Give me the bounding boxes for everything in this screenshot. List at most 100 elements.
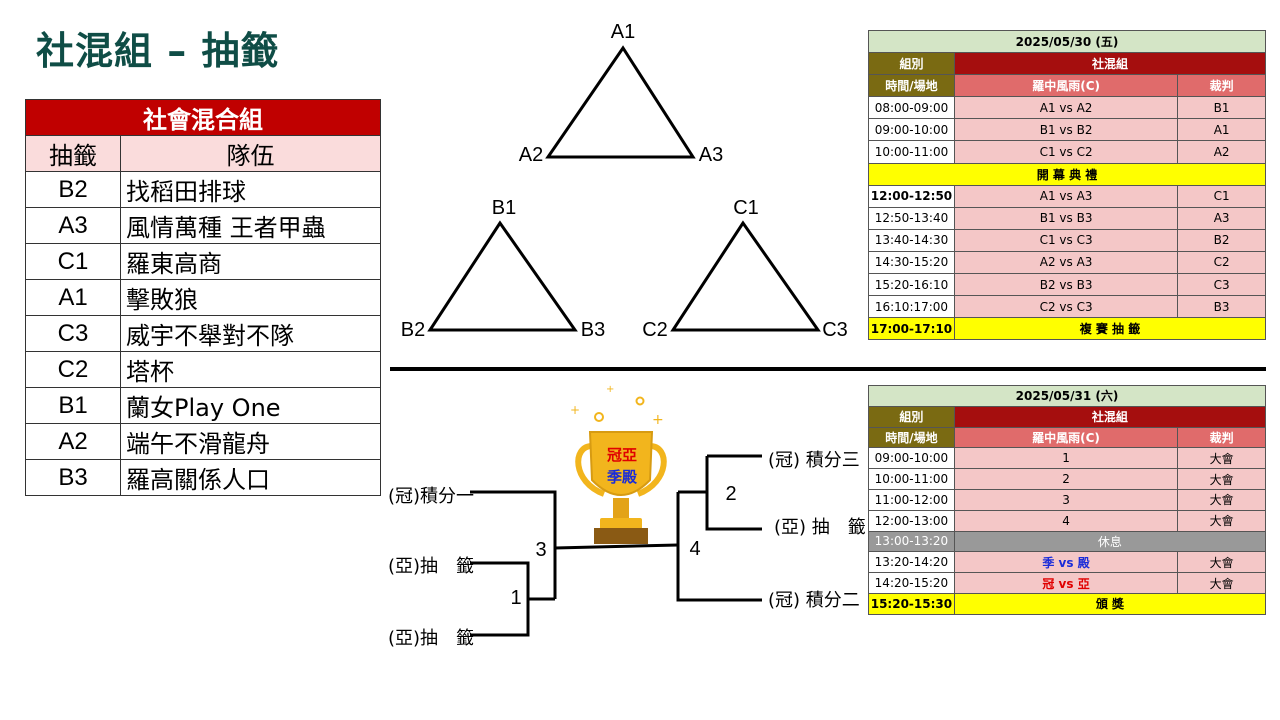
match-referee: A3: [1177, 206, 1266, 230]
match-pairing: C1 vs C2: [953, 140, 1179, 164]
group-name: 社混組: [953, 405, 1267, 428]
group-a-triangle: A1 A2 A3: [519, 21, 723, 166]
team-name: 風情萬種 王者甲蟲: [120, 207, 381, 244]
vertex-label: A1: [611, 21, 635, 43]
match-referee: 大會: [1177, 572, 1266, 594]
team-name: 羅東高商: [120, 243, 381, 280]
page-title: 社混組 – 抽籤: [36, 29, 280, 73]
vertex-label: C1: [733, 197, 759, 219]
match-time: 13:40-14:30: [868, 228, 955, 252]
team-name: 找稻田排球: [120, 171, 381, 208]
match-time: 14:30-15:20: [868, 250, 955, 275]
match-referee: 大會: [1177, 551, 1266, 574]
match-number: 3: [535, 539, 546, 561]
match-time: 15:20-16:10: [868, 273, 955, 297]
match-number: 4: [689, 538, 700, 560]
draw-code: A1: [25, 279, 121, 316]
vertex-label: A2: [519, 144, 543, 166]
break-label: 休息: [953, 530, 1267, 553]
draw-code: B2: [25, 171, 121, 208]
match-pairing: A2 vs A3: [953, 250, 1179, 275]
vertex-label: C2: [642, 319, 668, 341]
vertex-label: C3: [822, 319, 848, 341]
match-time: 10:00-11:00: [868, 140, 955, 164]
triangle-c-shape: [670, 220, 821, 332]
team-name: 端午不滑龍舟: [120, 423, 381, 460]
bracket-left-mid: (亞)抽 籤: [388, 556, 474, 577]
match-pairing: B1 vs B2: [953, 118, 1179, 142]
match-referee: B1: [1177, 96, 1266, 120]
triangle-b-shape: [427, 220, 578, 332]
group-label: 組別: [868, 52, 955, 76]
vertex-label: B3: [581, 319, 605, 341]
match-time: 12:50-13:40: [868, 206, 955, 230]
match-referee: 大會: [1177, 468, 1266, 490]
bracket-left-bottom: (亞)抽 籤: [388, 628, 474, 649]
match-time: 09:00-10:00: [868, 447, 955, 470]
team-name: 塔杯: [120, 351, 381, 388]
draw-code: A2: [25, 423, 121, 460]
team-name: 擊敗狼: [120, 279, 381, 316]
match-referee: C3: [1177, 273, 1266, 297]
match-referee: C1: [1177, 184, 1266, 208]
group-c-triangle: C1 C2 C3: [642, 197, 848, 341]
bracket-right-bottom: (冠) 積分二: [768, 590, 860, 611]
vertex-label: B1: [492, 197, 516, 219]
match-referee: 大會: [1177, 509, 1266, 532]
trophy-text-bottom: 季殿: [606, 468, 637, 486]
match-time: 09:00-10:00: [868, 118, 955, 142]
match-referee: B3: [1177, 295, 1266, 319]
bracket-right-top: (冠) 積分三: [768, 450, 860, 471]
bracket-lines: [470, 454, 762, 637]
schedule-day1-table: 2025/05/30 (五) 組別 社混組 時間/場地 羅中風雨(C) 裁判 0…: [868, 29, 1267, 341]
vertex-label: B2: [401, 319, 425, 341]
svg-text:+: +: [570, 403, 580, 417]
team-col-header: 隊伍: [120, 135, 381, 172]
match-referee: 大會: [1177, 488, 1266, 511]
court-header: 羅中風雨(C): [953, 426, 1179, 449]
triangle-a-shape: [545, 45, 696, 159]
draw-label: 複 賽 抽 籤: [953, 317, 1267, 341]
schedule-day2-table: 2025/05/31 (六) 組別 社混組 時間/場地 羅中風雨(C) 裁判 0…: [868, 385, 1267, 615]
award-label: 頒 獎: [953, 592, 1267, 615]
svg-text:+: +: [606, 384, 614, 395]
match-referee: A2: [1177, 140, 1266, 164]
draw-code: B3: [25, 459, 121, 496]
match-pairing: B2 vs B3: [953, 273, 1179, 297]
match-pairing: 2: [953, 468, 1179, 490]
trophy-text-top: 冠亞: [606, 446, 637, 464]
match-time: 13:20-14:20: [868, 551, 955, 574]
bracket-right-mid: (亞) 抽 籤: [774, 517, 866, 538]
match-number: 1: [510, 587, 521, 609]
match-pairing: A1 vs A2: [953, 96, 1179, 120]
svg-text:+: +: [652, 412, 664, 428]
match-pairing: C1 vs C3: [953, 228, 1179, 252]
match-number: 2: [725, 483, 736, 505]
trophy-icon: + + +: [570, 384, 667, 544]
match-time: 16:10:17:00: [868, 295, 955, 319]
